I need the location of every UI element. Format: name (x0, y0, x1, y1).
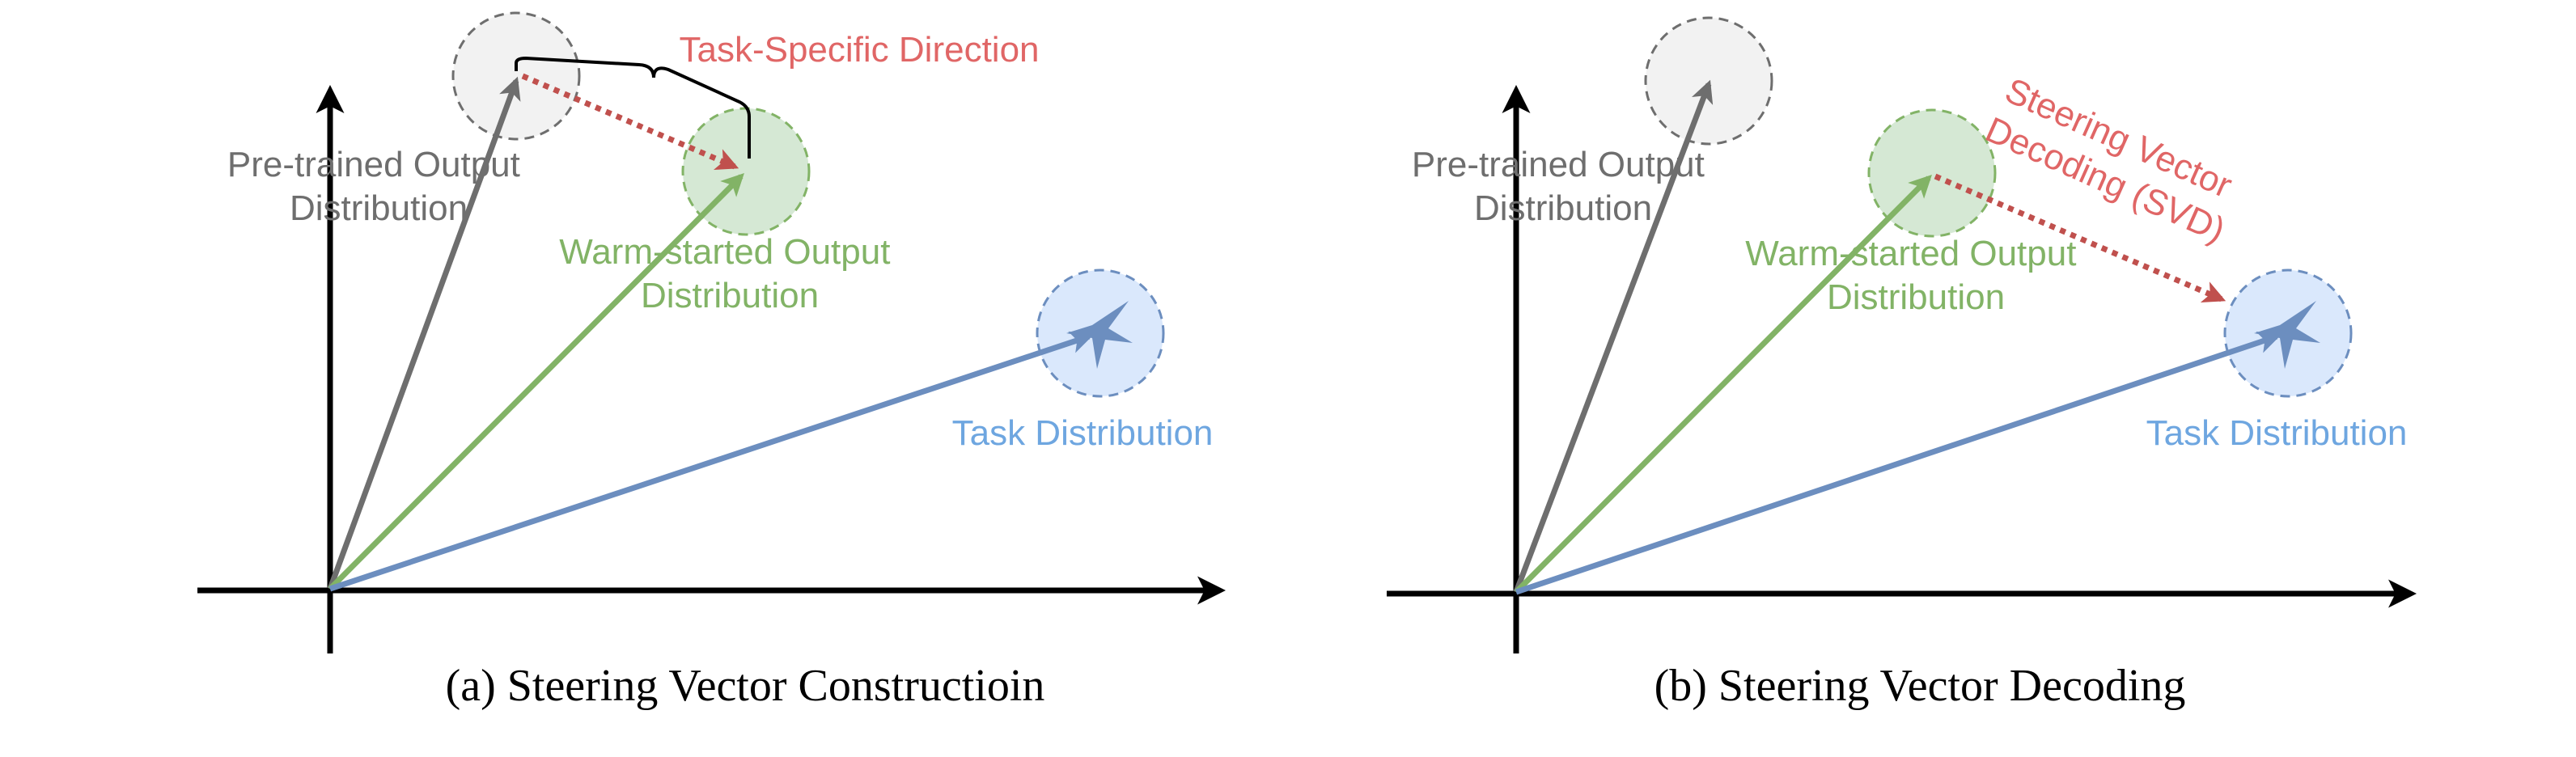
task-label: Task Distribution (952, 413, 1214, 453)
caption-b: (b) Steering Vector Decoding (1654, 661, 2186, 711)
warm-label: Warm-started Output Distribution (559, 232, 900, 315)
direction-label: Steering Vector Decoding (SVD) (1980, 70, 2248, 250)
task-specific-direction-arrow (521, 73, 739, 171)
warm-label: Warm-started Output Distribution (1745, 234, 2086, 317)
task-star-icon (2254, 301, 2320, 369)
pretrained-label: Pre-trained Output Distribution (1412, 145, 1714, 228)
direction-label: Task-Specific Direction (679, 30, 1039, 70)
panel-b: Pre-trained Output Distribution Warm-sta… (1387, 16, 2417, 711)
task-vector (328, 331, 1094, 592)
task-label: Task Distribution (2146, 413, 2408, 453)
task-vector (1515, 331, 2282, 595)
pretrained-vector (1513, 79, 1714, 594)
warm-vector (1514, 175, 1932, 594)
pretrained-circle (1644, 16, 1773, 146)
warm-vector (328, 173, 744, 591)
task-star-icon (1066, 301, 1133, 369)
pretrained-vector (327, 76, 521, 590)
brace (515, 56, 751, 159)
caption-a: (a) Steering Vector Constructioin (446, 661, 1045, 711)
pretrained-circle (451, 11, 581, 141)
panel-a: Pre-trained Output Distribution Warm-sta… (197, 11, 1226, 711)
pretrained-label: Pre-trained Output Distribution (227, 145, 530, 228)
